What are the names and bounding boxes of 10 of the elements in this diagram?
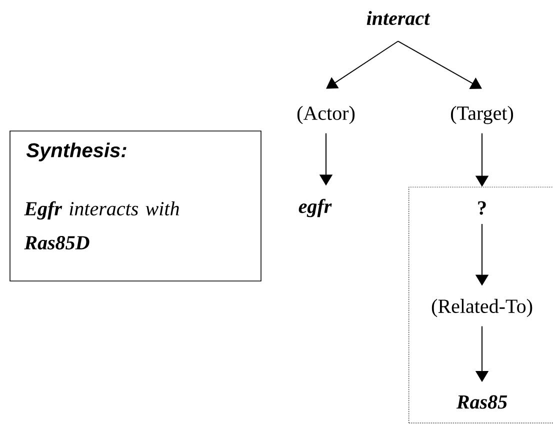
term-label: Ras85 bbox=[456, 395, 508, 409]
relation-label: (Related-To) bbox=[432, 298, 532, 318]
unknown-label: ? bbox=[478, 201, 486, 215]
role-label: (Actor) bbox=[297, 106, 355, 124]
term-label: interact bbox=[366, 10, 430, 26]
role-label: (Target) bbox=[451, 106, 514, 124]
arrow bbox=[398, 40, 482, 90]
term-label: egfr bbox=[298, 198, 332, 218]
synthesis-box: Synthesis: Egfr interacts with Ras85D bbox=[10, 130, 262, 282]
arrow bbox=[326, 40, 398, 89]
